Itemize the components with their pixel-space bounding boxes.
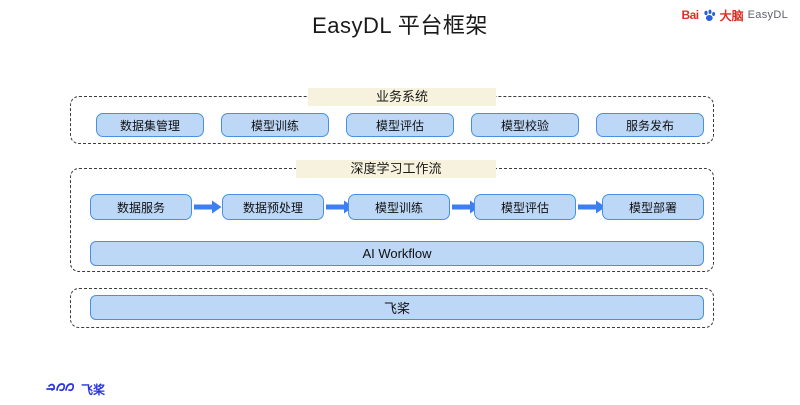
box-workflow-model-evaluation[interactable]: 模型评估 bbox=[474, 194, 576, 220]
arrow-1-icon bbox=[194, 200, 222, 214]
paddlepaddle-logo-text: 飞桨 bbox=[81, 383, 106, 397]
page-title: EasyDL 平台框架 bbox=[312, 13, 488, 38]
group-label-deep-learning-workflow: 深度学习工作流 bbox=[296, 160, 496, 178]
box-dataset-management[interactable]: 数据集管理 bbox=[96, 113, 204, 137]
baidu-brain-logo: Bai 大脑 EasyDL bbox=[681, 6, 788, 24]
brand-brain-text: 大脑 bbox=[719, 8, 744, 23]
bar-ai-workflow[interactable]: AI Workflow bbox=[90, 241, 704, 266]
box-workflow-model-training[interactable]: 模型训练 bbox=[348, 194, 450, 220]
group-framework bbox=[70, 288, 714, 328]
arrow-4-icon bbox=[578, 200, 606, 214]
paddlepaddle-logo-icon bbox=[45, 380, 79, 399]
brand-bai-text: Bai bbox=[681, 8, 699, 22]
box-model-evaluation[interactable]: 模型评估 bbox=[346, 113, 454, 137]
box-data-preprocessing[interactable]: 数据预处理 bbox=[222, 194, 324, 220]
box-model-training[interactable]: 模型训练 bbox=[221, 113, 329, 137]
box-model-verification[interactable]: 模型校验 bbox=[471, 113, 579, 137]
arrow-3-icon bbox=[452, 200, 480, 214]
box-data-service[interactable]: 数据服务 bbox=[90, 194, 192, 220]
group-label-business-system: 业务系统 bbox=[308, 88, 496, 106]
bar-paddlepaddle[interactable]: 飞桨 bbox=[90, 295, 704, 320]
paddlepaddle-footer-logo: 飞桨 bbox=[45, 380, 105, 399]
box-model-deployment[interactable]: 模型部署 bbox=[602, 194, 704, 220]
brand-product-text: EasyDL bbox=[747, 9, 788, 21]
baidu-paw-icon bbox=[703, 9, 716, 22]
arrow-2-icon bbox=[326, 200, 354, 214]
box-service-publish[interactable]: 服务发布 bbox=[596, 113, 704, 137]
